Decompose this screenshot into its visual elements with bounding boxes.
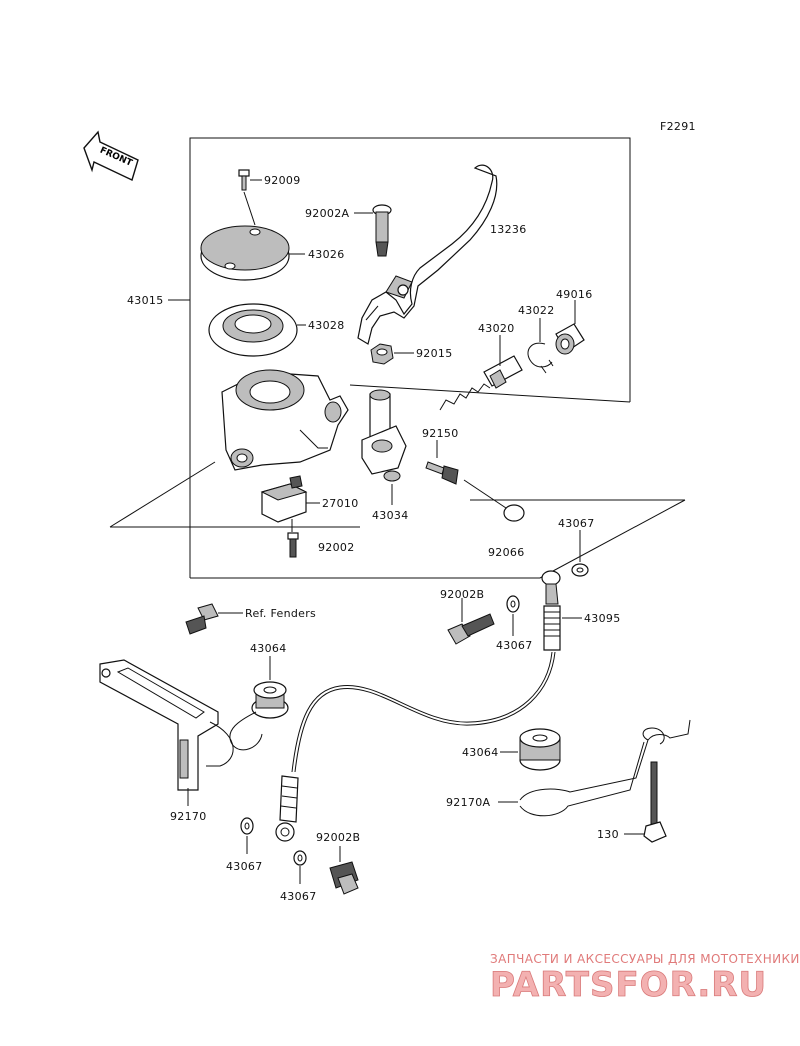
label-92002B-lower: 92002B xyxy=(316,831,360,844)
label-92002: 92002 xyxy=(318,541,355,554)
screw-92002 xyxy=(287,519,299,558)
label-43064-left: 43064 xyxy=(250,642,287,655)
label-43026: 43026 xyxy=(308,248,345,261)
label-ref-fenders: Ref. Fenders xyxy=(245,607,316,620)
label-43015: 43015 xyxy=(127,294,164,307)
label-43095: 43095 xyxy=(584,612,621,625)
washer-43067-mid xyxy=(506,595,520,636)
diagram-code: F2291 xyxy=(660,120,696,133)
label-43067-mid: 43067 xyxy=(496,639,533,652)
bolt-130 xyxy=(624,761,667,843)
label-49016: 49016 xyxy=(556,288,593,301)
label-13236: 13236 xyxy=(490,223,527,236)
watermark: ЗАПЧАСТИ И АКСЕССУАРЫ ДЛЯ МОТОТЕХНИКИ PA… xyxy=(490,952,800,1005)
label-43067-top: 43067 xyxy=(558,517,595,530)
label-92066: 92066 xyxy=(488,546,525,559)
label-43028: 43028 xyxy=(308,319,345,332)
label-130: 130 xyxy=(597,828,619,841)
label-92170: 92170 xyxy=(170,810,207,823)
label-92170A: 92170A xyxy=(446,796,490,809)
nut-92015 xyxy=(370,343,414,365)
washer-43067-lower-left xyxy=(240,817,254,854)
bracket-92170A xyxy=(498,719,691,817)
master-cylinder-body xyxy=(221,369,349,471)
lower-hose-fitting xyxy=(275,775,299,842)
assembly-boundary xyxy=(109,137,686,579)
brake-hose-line xyxy=(291,651,553,773)
washer-43067-top xyxy=(571,530,589,577)
washer-43067-bottom xyxy=(293,850,307,884)
screw-92009 xyxy=(238,169,262,226)
bolt-ref-fenders xyxy=(185,603,243,635)
diaphragm-43028 xyxy=(208,303,306,357)
label-92150: 92150 xyxy=(422,427,459,440)
watermark-logo: PARTSFOR.RU xyxy=(490,965,767,1005)
brake-switch-27010 xyxy=(260,475,320,523)
brake-lever-13236 xyxy=(357,164,498,345)
dust-boot-49016 xyxy=(555,300,585,355)
label-43067-bottom: 43067 xyxy=(280,890,317,903)
grommet-43064-left xyxy=(229,656,289,751)
cap-92066 xyxy=(463,479,525,522)
brake-hose-43095 xyxy=(541,570,582,651)
piston-assembly-43020 xyxy=(439,335,523,411)
brake-hose-line-shadow xyxy=(294,651,556,773)
bolt-92150 xyxy=(425,440,459,485)
bolt-92002B-top xyxy=(447,598,495,645)
label-92002B-top: 92002B xyxy=(440,588,484,601)
label-43034: 43034 xyxy=(372,509,409,522)
clamp-43034 xyxy=(361,389,407,505)
bracket-92170 xyxy=(99,659,234,806)
label-92015: 92015 xyxy=(416,347,453,360)
grommet-43064-right xyxy=(500,728,561,771)
label-43067-lower-left: 43067 xyxy=(226,860,263,873)
label-27010: 27010 xyxy=(322,497,359,510)
label-43064-right: 43064 xyxy=(462,746,499,759)
circlip-43022 xyxy=(527,318,554,374)
label-43022: 43022 xyxy=(518,304,555,317)
pivot-bolt-92002A xyxy=(354,204,392,257)
front-arrow-icon: FRONT xyxy=(83,130,139,181)
reservoir-cap-43026 xyxy=(200,225,305,281)
label-43020: 43020 xyxy=(478,322,515,335)
label-92002A: 92002A xyxy=(305,207,349,220)
bolt-92002B-lower xyxy=(329,846,359,895)
label-92009: 92009 xyxy=(264,174,301,187)
watermark-subtitle: ЗАПЧАСТИ И АКСЕССУАРЫ ДЛЯ МОТОТЕХНИКИ xyxy=(490,952,800,966)
